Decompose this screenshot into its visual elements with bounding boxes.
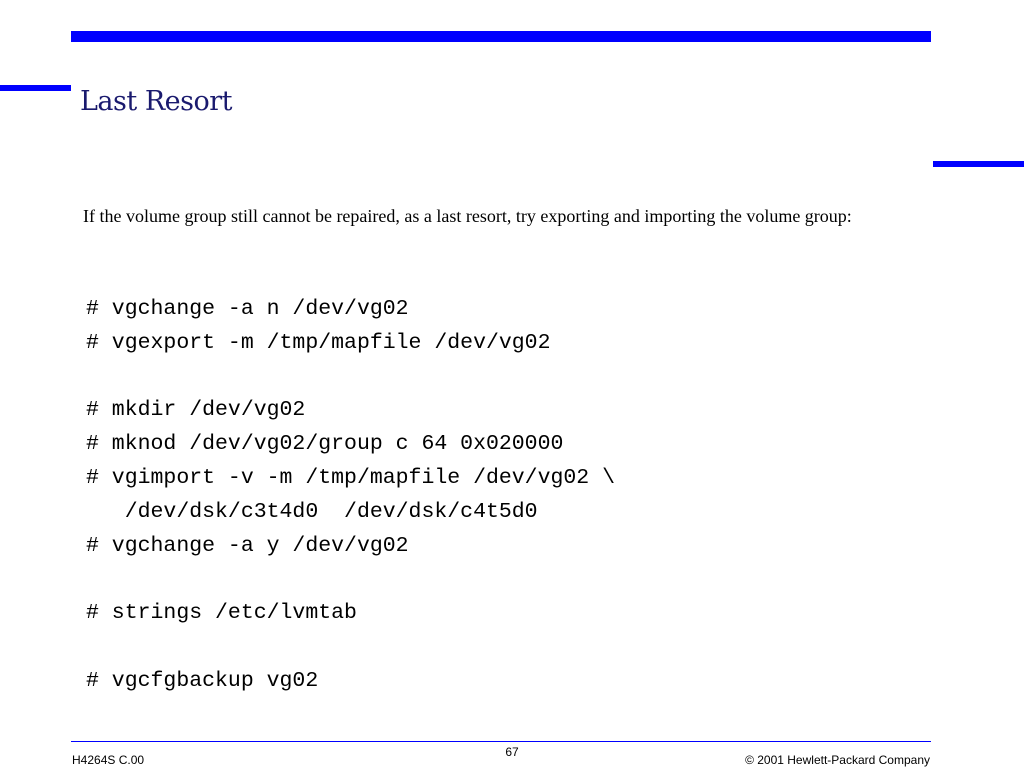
left-accent-bar: [0, 85, 71, 91]
footer-divider: [71, 741, 931, 742]
code-line: [86, 361, 615, 395]
code-line: [86, 631, 615, 665]
page-number: 67: [505, 745, 519, 759]
code-line: [86, 563, 615, 597]
copyright-notice: © 2001 Hewlett-Packard Company: [745, 753, 930, 767]
code-line: # strings /etc/lvmtab: [86, 601, 357, 626]
code-line: # mknod /dev/vg02/group c 64 0x020000: [86, 432, 564, 457]
course-code: H4264S C.00: [72, 753, 145, 767]
slide-title: Last Resort: [80, 86, 233, 117]
command-listing: # vgchange -a n /dev/vg02 # vgexport -m /…: [86, 293, 615, 699]
code-line: # vgexport -m /tmp/mapfile /dev/vg02: [86, 330, 551, 355]
code-line: /dev/dsk/c3t4d0 /dev/dsk/c4t5d0: [86, 499, 538, 524]
code-line: # vgcfgbackup vg02: [86, 668, 319, 693]
code-line: # vgchange -a n /dev/vg02: [86, 297, 409, 321]
header-accent-bar: [71, 31, 931, 42]
code-line: # vgimport -v -m /tmp/mapfile /dev/vg02 …: [86, 465, 615, 490]
right-accent-bar: [933, 161, 1024, 167]
code-line: # mkdir /dev/vg02: [86, 398, 306, 423]
intro-paragraph: If the volume group still cannot be repa…: [83, 206, 852, 226]
code-line: # vgchange -a y /dev/vg02: [86, 533, 409, 558]
